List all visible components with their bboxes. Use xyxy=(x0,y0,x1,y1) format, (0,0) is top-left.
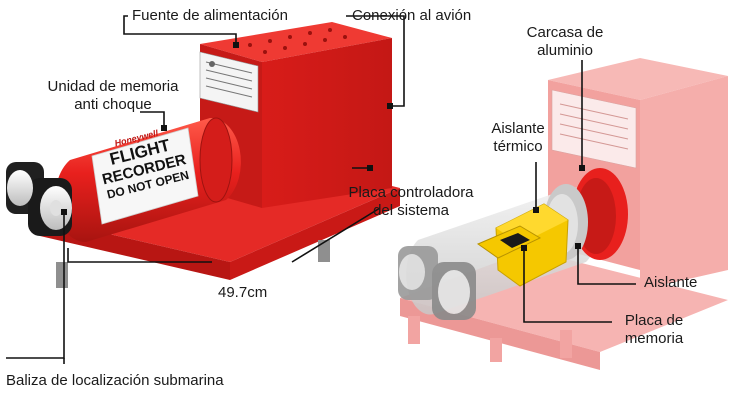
memory-unit-label: Unidad de memoria anti choque xyxy=(18,78,208,114)
thermal-insulation-label-line1: Aislante xyxy=(491,120,545,137)
memory-chip xyxy=(500,233,530,248)
left-box-holes xyxy=(248,28,347,54)
aluminum-housing-label: Carcasa de aluminio xyxy=(500,24,630,60)
leader-lines xyxy=(6,15,636,364)
aircraft-connection-leader xyxy=(346,15,405,107)
memory-unit-label-line1: Unidad de memoria xyxy=(47,78,179,95)
left-placard xyxy=(199,51,259,113)
underwater-beacon xyxy=(6,162,72,236)
dimension-leader-right xyxy=(291,207,381,263)
left-base-plate-side xyxy=(230,188,400,280)
right-foot xyxy=(408,316,420,344)
controller-board-label: Placa controladora del sistema xyxy=(336,184,486,220)
memory-unit-label-line2: anti choque xyxy=(74,96,152,113)
flight-recorder-label xyxy=(91,127,199,225)
left-placard-logo xyxy=(209,61,215,67)
insulation-leader xyxy=(577,246,636,285)
controller-board-label-line2: del sistema xyxy=(373,202,449,219)
right-foot-2 xyxy=(490,338,502,362)
crash-memory-cylinder xyxy=(55,117,241,243)
leader-dots xyxy=(61,42,585,251)
left-foot xyxy=(56,262,68,288)
aluminum-housing-label-line1: Carcasa de xyxy=(526,24,604,41)
memory-board-label: Placa de memoria xyxy=(612,312,696,348)
left-box-top xyxy=(200,22,392,62)
left-foot-2 xyxy=(318,240,330,262)
right-beacon xyxy=(398,246,476,320)
right-foot-3 xyxy=(560,330,572,358)
insulation-label: Aislante xyxy=(644,274,698,291)
memory-board-leader xyxy=(523,248,612,323)
memory-unit-leader xyxy=(140,111,165,128)
controller-board-label-line1: Placa controladora xyxy=(348,184,474,201)
dimension-leader xyxy=(67,248,212,263)
right-placard-lines xyxy=(559,103,629,150)
beacon-label: Baliza de localización submarina xyxy=(6,372,224,389)
power-supply-leader xyxy=(123,15,237,44)
dimension-label: 49.7cm xyxy=(218,284,268,301)
left-recorder xyxy=(6,22,400,288)
right-box-side xyxy=(640,76,728,290)
thermal-insulation-label: Aislante térmico xyxy=(468,120,568,156)
power-supply-label: Fuente de alimentación xyxy=(132,7,288,24)
cylinder-end-cap xyxy=(199,117,233,203)
aluminum-housing-label-line2: aluminio xyxy=(537,42,593,59)
right-placard xyxy=(551,89,637,169)
aircraft-connection-label: Conexión al avión xyxy=(352,7,472,24)
left-box-side xyxy=(262,38,392,208)
right-recorder-cutaway xyxy=(398,58,728,370)
thermal-insulation-label-line2: térmico xyxy=(493,138,543,155)
memory-board-label-line2: memoria xyxy=(624,330,684,347)
memory-board-label-line1: Placa de xyxy=(624,312,684,329)
right-box-top xyxy=(548,58,728,100)
